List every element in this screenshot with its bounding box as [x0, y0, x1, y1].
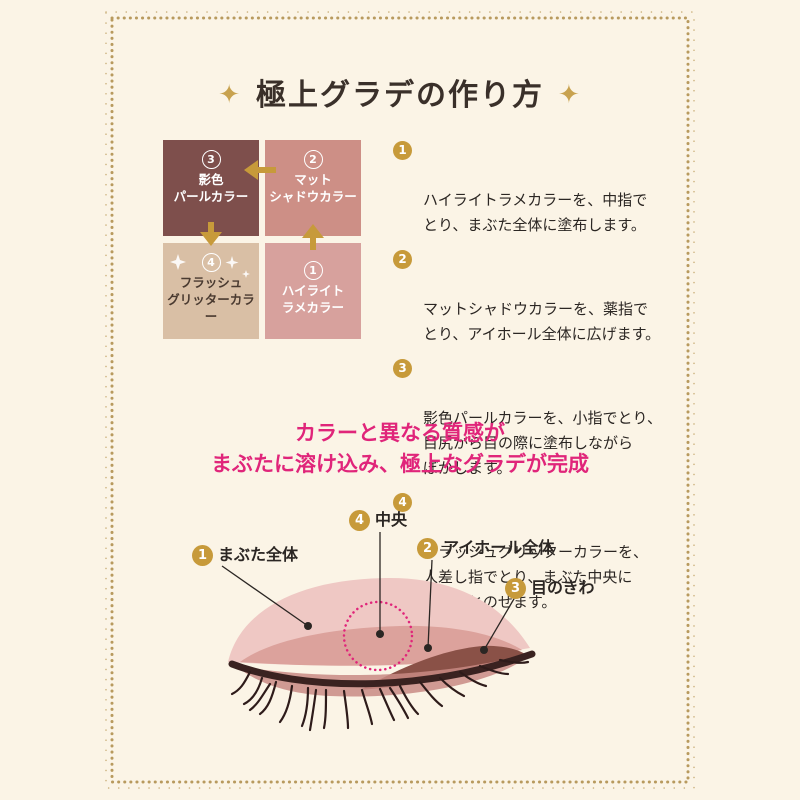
eyelashes	[230, 658, 530, 732]
step-number: 1	[393, 141, 412, 160]
tile-label: フラッシュ グリッターカラー	[167, 275, 255, 324]
step-number: 2	[393, 250, 412, 269]
label-text: まぶた全体	[218, 545, 299, 564]
tile-number: 4	[201, 253, 221, 272]
label-text: 目のきわ	[531, 578, 595, 597]
step-item: 3 影色パールカラーを、小指でとり、 目尻から目の際に塗布しながら ぼかします。	[393, 356, 723, 481]
label-whole-eyelid: 1 まぶた全体	[192, 541, 298, 566]
leader-line	[427, 559, 433, 649]
step-text: ハイライトラメカラーを、中指で とり、まぶた全体に塗布します。	[423, 191, 648, 234]
tile-shadow-pearl: 3 影色 パールカラー	[163, 140, 259, 236]
label-eyehole: 2 アイホール全体	[417, 534, 554, 559]
center-target	[342, 600, 414, 672]
tile-label: ハイライト ラメカラー	[281, 283, 345, 315]
leader-line	[483, 591, 519, 651]
step-text: 影色パールカラーを、小指でとり、 目尻から目の際に塗布しながら ぼかします。	[423, 409, 662, 477]
step-text: マットシャドウカラーを、薬指で とり、アイホール全体に広げます。	[423, 300, 661, 343]
step-item: 1 ハイライトラメカラーを、中指で とり、まぶた全体に塗布します。	[393, 138, 723, 238]
label-number: 1	[192, 545, 213, 566]
sparkle-icon: ✦	[218, 80, 242, 110]
tile-label: マット シャドウカラー	[269, 172, 357, 204]
subtitle: カラーと異なる質感が まぶたに溶け込み、極上なグラデが完成	[211, 421, 589, 476]
label-number: 2	[417, 538, 438, 559]
tile-number: 2	[303, 150, 323, 169]
label-number: 3	[505, 578, 526, 599]
leader-line	[221, 565, 309, 627]
step-number: 4	[393, 493, 412, 512]
step-number: 3	[393, 359, 412, 378]
label-text: 中央	[375, 510, 408, 529]
step-item: 2 マットシャドウカラーを、薬指で とり、アイホール全体に広げます。	[393, 247, 723, 347]
label-text: アイホール全体	[443, 538, 555, 557]
lash-line	[228, 650, 536, 688]
label-number: 4	[349, 510, 370, 531]
label-lash-line: 3 目のきわ	[505, 574, 595, 599]
title-text: 極上グラデの作り方	[256, 78, 544, 113]
tile-number: 1	[303, 261, 323, 280]
sparkle-icon: ✦	[558, 80, 582, 110]
tile-label: 影色 パールカラー	[173, 172, 249, 204]
page-title: ✦ 極上グラデの作り方 ✦	[0, 70, 800, 114]
tile-matte-shadow: 2 マット シャドウカラー	[265, 140, 361, 236]
tile-number: 3	[201, 150, 221, 169]
label-center: 4 中央	[349, 506, 407, 531]
tile-highlight-lame: 1 ハイライト ラメカラー	[265, 243, 361, 339]
